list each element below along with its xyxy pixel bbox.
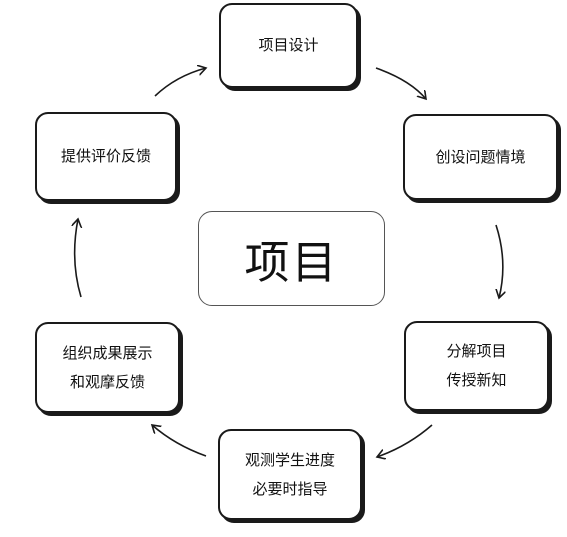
arrow-split-to-observe-icon bbox=[377, 424, 433, 457]
center-label: 项目 bbox=[198, 211, 385, 306]
node-provide-feedback: 提供评价反馈 bbox=[35, 112, 177, 201]
node-project-design: 项目设计 bbox=[219, 3, 358, 88]
node-organize-showcase: 组织成果展示 和观摩反馈 bbox=[35, 322, 180, 413]
center-text: 项目 bbox=[244, 236, 339, 289]
arrow-feedback-to-design-icon bbox=[154, 68, 206, 97]
node-create-scenario: 创设问题情境 bbox=[403, 114, 558, 200]
node-line: 组织成果展示 bbox=[62, 343, 153, 362]
node-line: 创设问题情境 bbox=[435, 147, 526, 166]
node-line: 提供评价反馈 bbox=[60, 147, 151, 165]
arrow-observe-to-show-icon bbox=[152, 425, 207, 457]
node-line: 传授新知 bbox=[446, 371, 507, 389]
arrow-scenario-to-split-icon bbox=[495, 224, 503, 298]
node-line: 必要时指导 bbox=[252, 479, 328, 498]
node-line: 分解项目 bbox=[446, 342, 507, 360]
node-observe-progress: 观测学生进度 必要时指导 bbox=[218, 429, 362, 520]
node-line: 和观摩反馈 bbox=[69, 372, 145, 391]
arrow-design-to-scenario-icon bbox=[375, 67, 426, 99]
node-line: 项目设计 bbox=[258, 36, 319, 54]
node-line: 观测学生进度 bbox=[244, 450, 335, 469]
arrow-show-to-feedback-icon bbox=[75, 219, 81, 298]
node-split-project: 分解项目 传授新知 bbox=[404, 321, 549, 411]
